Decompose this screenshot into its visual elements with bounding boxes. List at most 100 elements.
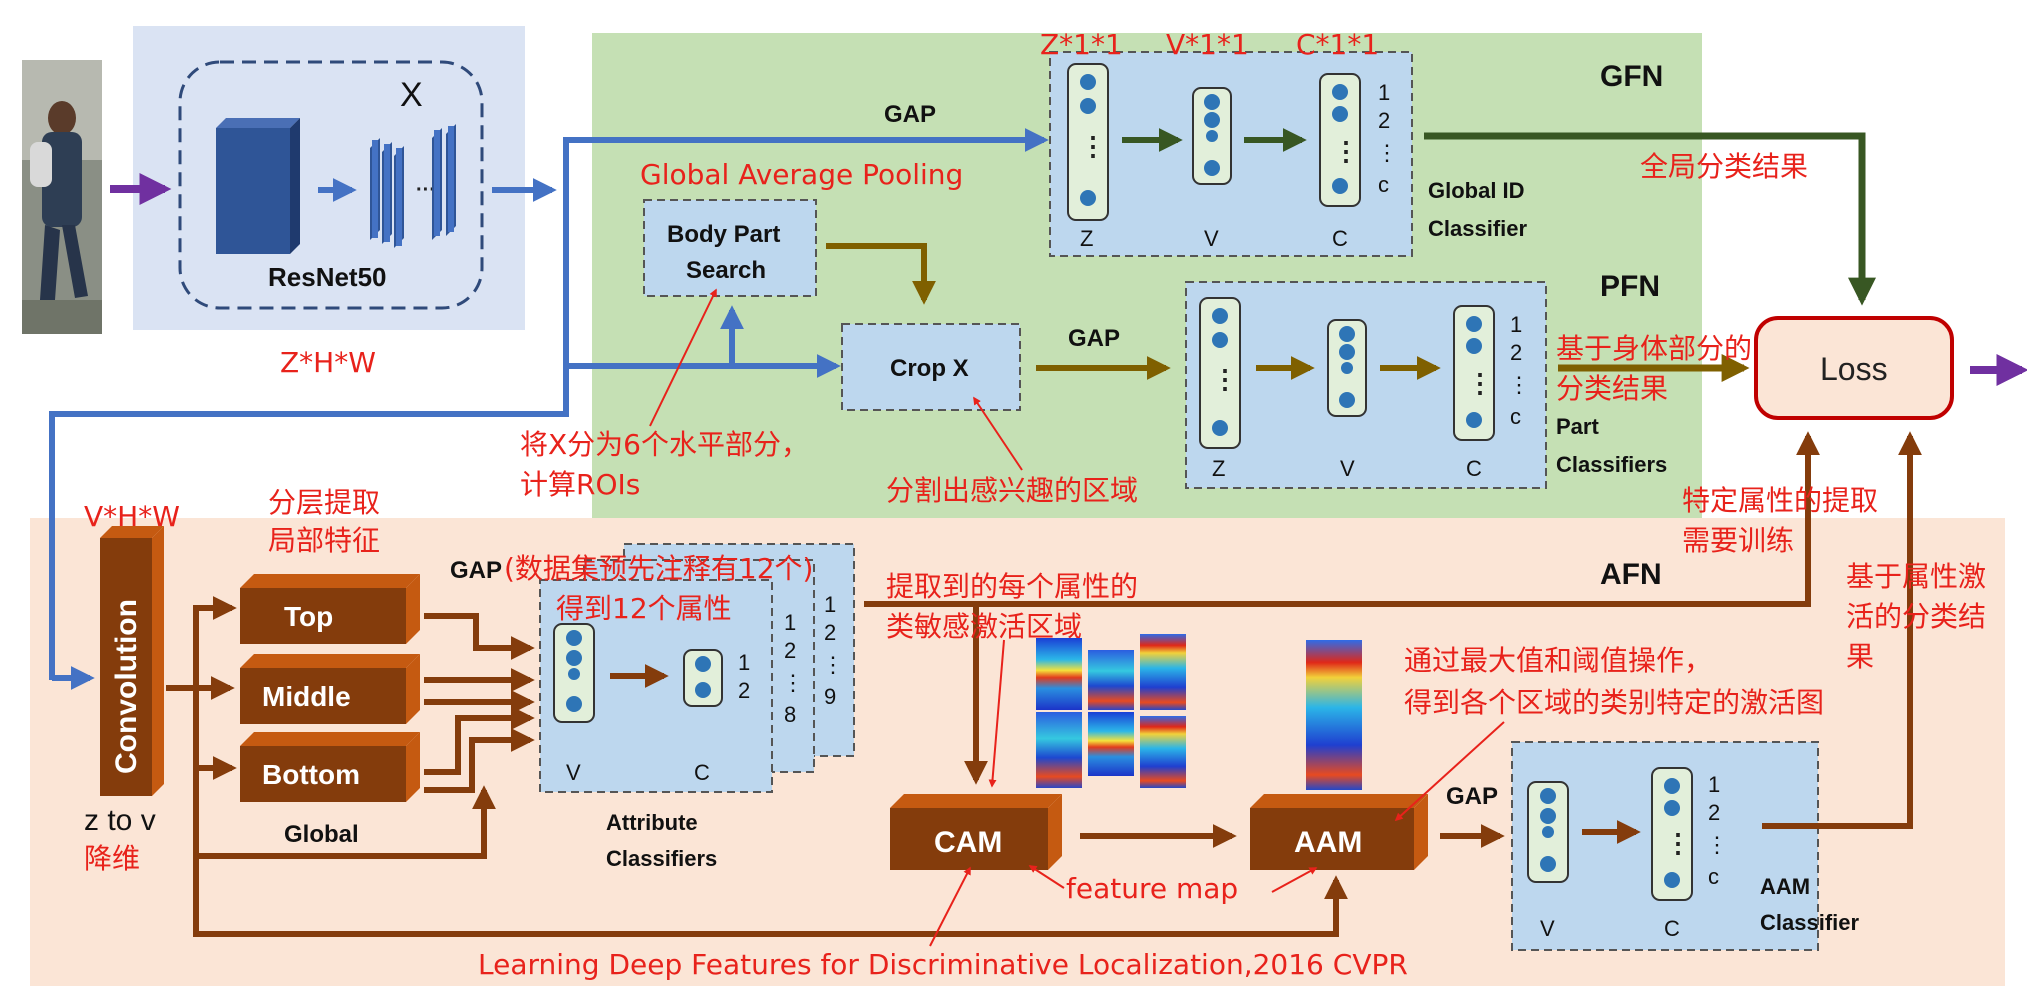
pedestrian-image	[22, 60, 102, 334]
afn-label: AFN	[1600, 558, 1662, 591]
conv-to-top-arrow	[193, 596, 237, 688]
pfn-index-dots: ⋮	[1508, 372, 1530, 397]
resnet-panel	[133, 26, 525, 330]
attr-mid-index-dots: ⋮	[782, 670, 804, 695]
feature-map-note: feature map	[1066, 872, 1238, 905]
pfn-c-label: C	[1466, 456, 1482, 481]
loss-label: Loss	[1820, 351, 1888, 387]
aam-heatmap	[1306, 640, 1362, 790]
gfn-gap-label: GAP	[884, 101, 936, 128]
global-id-classifier-line2: Classifier	[1428, 216, 1527, 241]
gfn-to-loss-arrow	[1424, 132, 1876, 306]
split-x-note-line1: 将X分为6个水平部分，	[520, 428, 809, 461]
body-part-to-crop-arrow	[826, 243, 936, 305]
trunk-line	[49, 128, 1049, 680]
gfn-c-vector: ⋮	[1319, 73, 1361, 207]
max-thresh-note-line1: 通过最大值和阈值操作，	[1404, 644, 1712, 677]
attribute-heatmaps	[1036, 634, 1186, 788]
pfn-z-label: Z	[1212, 456, 1225, 481]
resnet-label: ResNet50	[268, 262, 387, 292]
top-label: Top	[284, 601, 333, 632]
conv-to-aam-path	[193, 856, 1348, 937]
top-block: Top	[240, 574, 420, 644]
crop-roi-pointer	[973, 396, 1023, 471]
attr-gap-label: GAP	[450, 557, 502, 584]
attr-back-index-dots: ⋮	[822, 652, 844, 677]
gfn-index-dots: ⋮	[1376, 140, 1398, 165]
layered-note-line2: 局部特征	[268, 524, 380, 557]
gfn-c-label: C	[1332, 226, 1348, 251]
pfn-c-vector: ⋮	[1453, 305, 1495, 441]
max-thresh-pointer	[1394, 721, 1505, 822]
gfn-v-label: V	[1204, 226, 1219, 251]
reduce-dim-note: 降维	[84, 842, 140, 875]
gfn-v11-label: V*1*1	[1166, 28, 1249, 61]
attribute-classifiers-line2: Classifiers	[606, 846, 717, 871]
split-x-note-line2: 计算ROIs	[520, 468, 640, 501]
cam-region-note-line1: 提取到的每个属性的	[886, 570, 1138, 603]
attr-back-index-2: 2	[824, 620, 836, 645]
resnet-dashed-box	[178, 60, 484, 310]
bottom-label: Bottom	[262, 759, 360, 790]
bottom-block: Bottom	[240, 732, 420, 802]
attr-to-loss-arrow	[864, 431, 1820, 607]
zhw-label: Z*H*W	[280, 346, 376, 379]
feature-map-pointer-right	[1271, 867, 1318, 893]
attr-c-label: C	[694, 760, 710, 785]
body-part-search-box	[643, 199, 817, 297]
pfn-z-vector: ⋮	[1199, 297, 1241, 449]
attr-train-note-line2: 需要训练	[1682, 524, 1794, 557]
loss-box	[1754, 316, 1954, 420]
convolution-block: Convolution	[100, 526, 164, 796]
aam-index-dots: ⋮	[1706, 832, 1728, 857]
global-label: Global	[284, 821, 359, 848]
cam-region-note-line2: 类敏感激活区域	[886, 610, 1082, 643]
z-to-v-label: z to v	[84, 804, 156, 837]
svg-text:···: ···	[416, 179, 436, 201]
bottom-to-attr-arrow-2	[424, 728, 535, 793]
cam-region-pointer	[988, 639, 1005, 788]
gfn-z11-label: Z*1*1	[1040, 28, 1123, 61]
gfn-index-c: c	[1378, 172, 1389, 197]
pfn-index-1: 1	[1510, 312, 1522, 337]
cam-label: CAM	[934, 826, 1002, 859]
aam-gap-label: GAP	[1446, 783, 1498, 810]
attribute-classifiers-line1: Attribute	[606, 810, 698, 835]
layered-note-line1: 分层提取	[268, 486, 380, 519]
resnet-layer-stack-icon: ···	[370, 124, 456, 248]
attr-back-index-1: 1	[824, 592, 836, 617]
attr-result-note-line1: 基于属性激	[1846, 560, 1986, 593]
split-x-pointer	[649, 288, 717, 427]
global-average-pooling-note: Global Average Pooling	[640, 158, 963, 191]
aam-classifier-line2: Classifier	[1760, 910, 1859, 935]
middle-label: Middle	[262, 681, 351, 712]
max-thresh-note-line2: 得到各个区域的类别特定的激活图	[1404, 686, 1824, 719]
global-result-note: 全局分类结果	[1640, 150, 1808, 183]
attr-mid-index-2: 2	[784, 638, 796, 663]
attr-front-index-1: 1	[738, 650, 750, 675]
pfn-label: PFN	[1600, 270, 1660, 303]
crop-roi-note: 分割出感兴趣的区域	[886, 474, 1138, 507]
svg-text:⋮: ⋮	[1333, 136, 1359, 166]
cam-block: CAM	[890, 794, 1062, 870]
aam-v-label: V	[1540, 916, 1555, 941]
global-id-classifier-line1: Global ID	[1428, 178, 1525, 203]
aam-block: AAM	[1250, 794, 1428, 870]
conv-global-path	[193, 768, 496, 859]
pfn-index-2: 2	[1510, 340, 1522, 365]
top-to-attr-arrow	[424, 613, 535, 660]
crop-x-box	[841, 323, 1021, 411]
attr-v-label: V	[566, 760, 581, 785]
svg-text:⋮: ⋮	[1467, 368, 1493, 398]
aam-index-2: 2	[1708, 800, 1720, 825]
aam-to-loss-arrow	[1762, 431, 1922, 829]
svg-text:⋮: ⋮	[1212, 364, 1238, 394]
attr-back-index-9: 9	[824, 684, 836, 709]
aam-classifier-line1: AAM	[1760, 874, 1810, 899]
gfn-index-1: 1	[1378, 80, 1390, 105]
gfn-c11-label: C*1*1	[1296, 28, 1379, 61]
feature-map-pointer-left	[1028, 865, 1065, 889]
dataset-note-line2: 得到12个属性	[556, 592, 732, 625]
body-part-search-line2: Search	[686, 257, 766, 284]
